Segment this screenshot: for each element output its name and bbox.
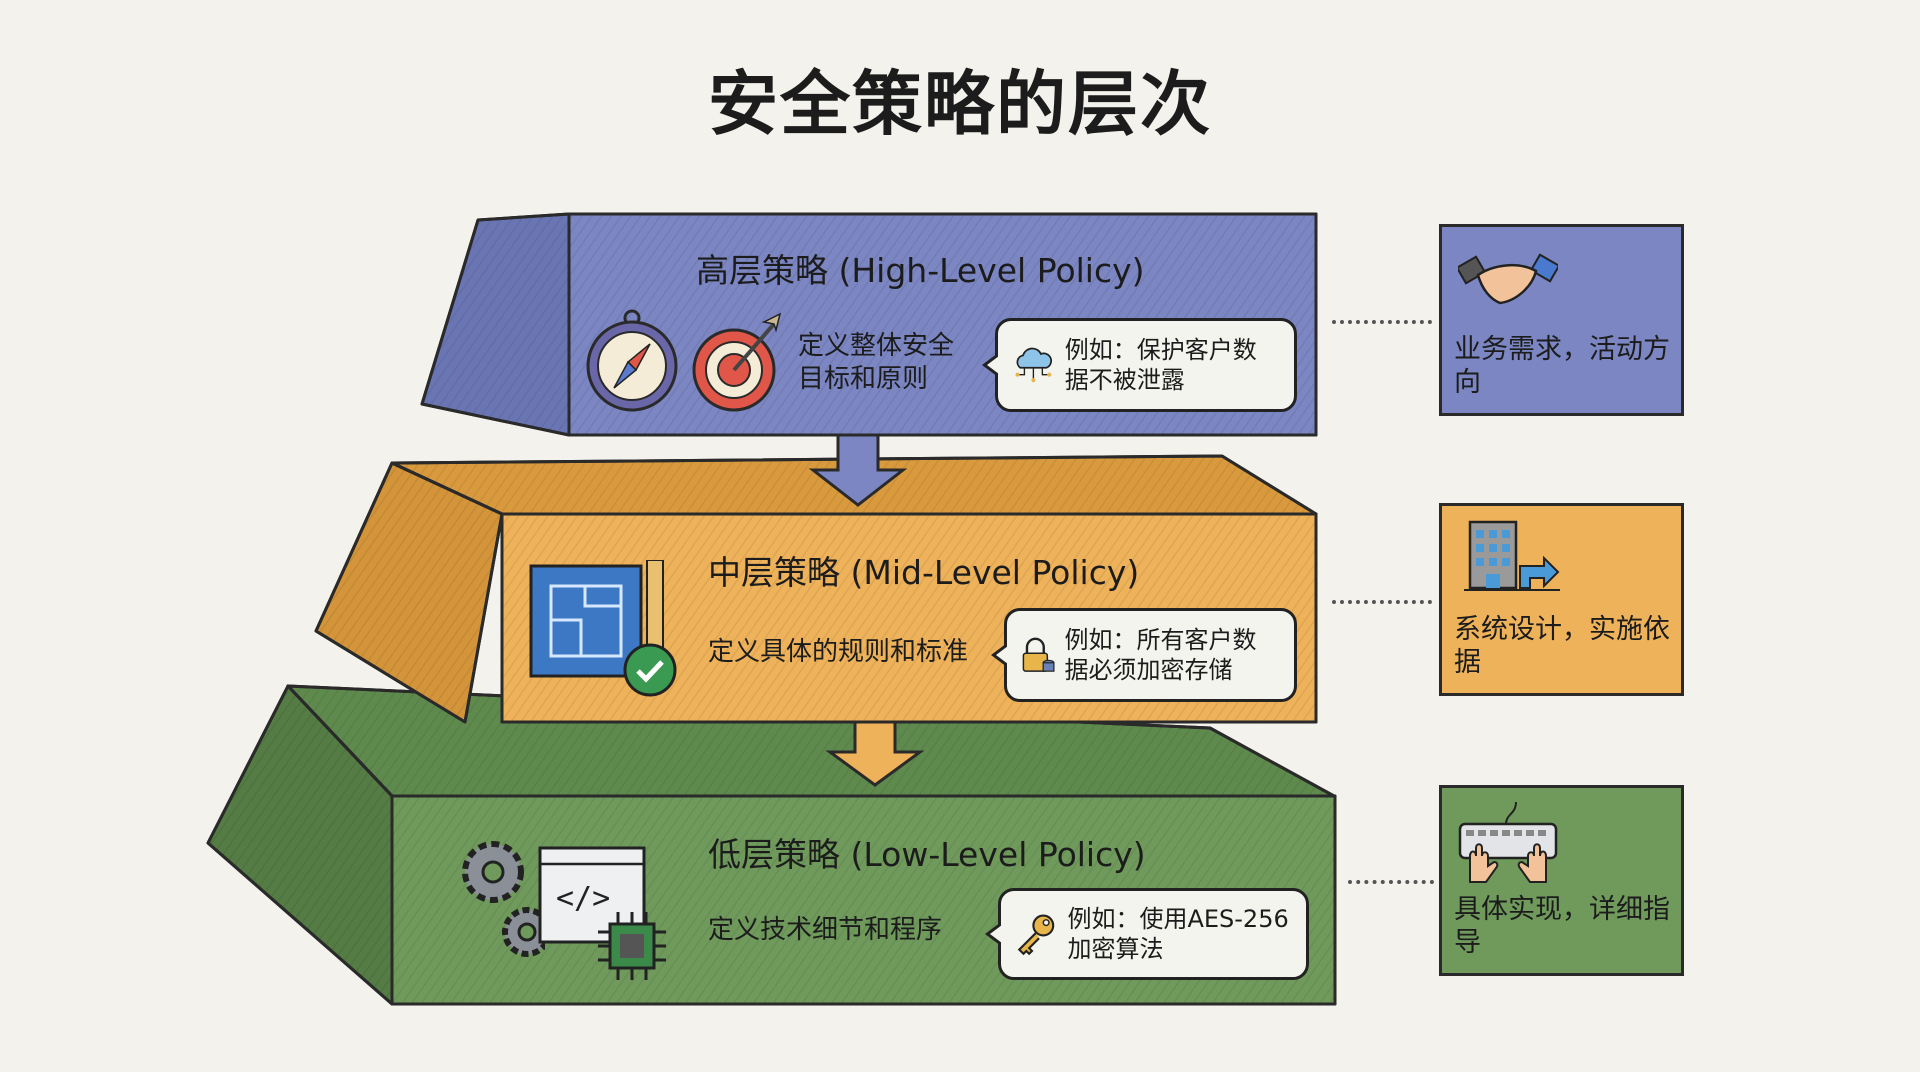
connector-high	[1332, 320, 1432, 324]
connector-mid	[1332, 600, 1432, 604]
high-level-description: 定义整体安全目标和原则	[798, 331, 955, 394]
down-arrow-high-to-mid	[808, 433, 908, 507]
side-box-low: 具体实现，详细指导	[1439, 785, 1684, 976]
side-text-mid: 系统设计，实施依据	[1454, 614, 1670, 678]
mid-level-block	[314, 454, 1318, 724]
high-level-title: 高层策略 (High-Level Policy)	[696, 251, 1145, 290]
side-box-high: 业务需求，活动方向	[1439, 224, 1684, 416]
building-icon	[1464, 520, 1560, 591]
mid-level-example-bubble: 例如：所有客户数据必须加密存储	[991, 608, 1297, 702]
cloud-network-icon	[1015, 347, 1053, 383]
code-window-icon: </>	[538, 846, 648, 950]
connector-low	[1348, 880, 1434, 884]
side-box-mid: 系统设计，实施依据	[1439, 503, 1684, 696]
check-icon	[622, 642, 678, 702]
key-icon	[1017, 914, 1055, 956]
mid-level-description: 定义具体的规则和标准	[708, 637, 969, 667]
svg-text:</>: </>	[556, 881, 610, 916]
side-text-low: 具体实现，详细指导	[1454, 894, 1670, 958]
handshake-icon	[1458, 253, 1558, 305]
target-icon	[692, 312, 782, 412]
low-level-example-bubble: 例如：使用AES-256加密算法	[985, 888, 1309, 980]
chip-icon	[592, 906, 672, 990]
page-title: 安全策略的层次	[708, 63, 1212, 145]
mid-level-example: 例如：所有客户数据必须加密存储	[1064, 626, 1257, 684]
down-arrow-mid-to-low	[825, 720, 925, 787]
mid-level-title: 中层策略 (Mid-Level Policy)	[708, 553, 1140, 592]
lock-database-icon	[1022, 637, 1055, 672]
low-level-description: 定义技术细节和程序	[708, 915, 943, 945]
low-level-example: 例如：使用AES-256加密算法	[1067, 905, 1289, 963]
gears-icon	[455, 836, 552, 970]
compass-icon	[586, 309, 678, 412]
blueprint-icon	[525, 559, 675, 704]
high-level-example-bubble: 例如：保护客户数据不被泄露	[982, 318, 1297, 412]
high-level-example: 例如：保护客户数据不被泄露	[1064, 336, 1257, 394]
side-text-high: 业务需求，活动方向	[1454, 334, 1670, 398]
low-level-title: 低层策略 (Low-Level Policy)	[708, 835, 1146, 874]
keyboard-icon	[1458, 801, 1558, 883]
